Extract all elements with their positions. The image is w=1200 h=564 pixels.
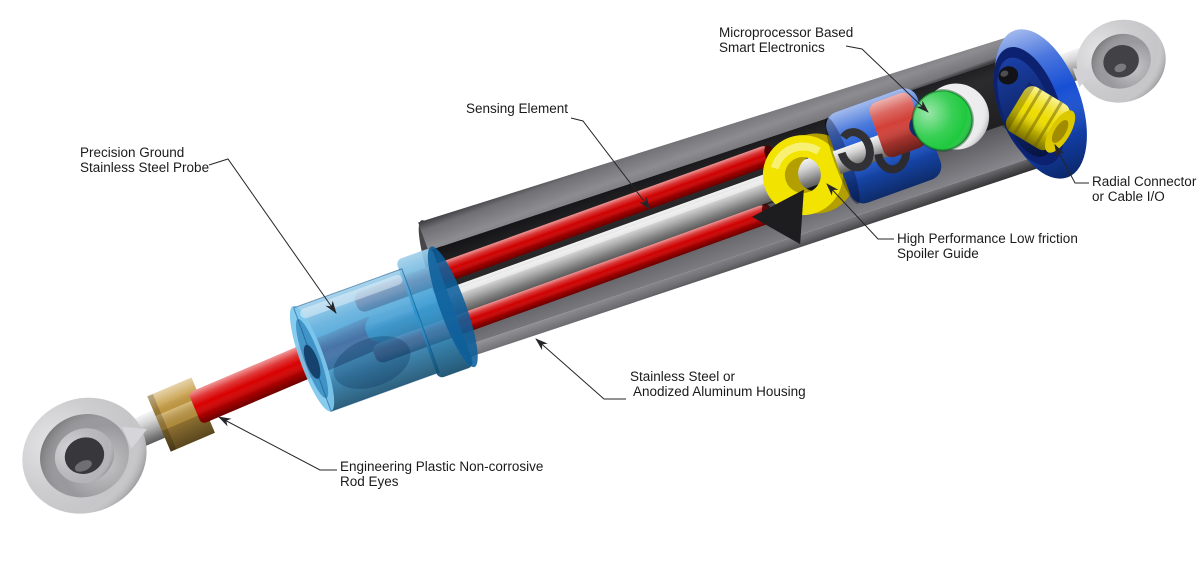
- leader-probe: [208, 158, 337, 314]
- sensor-assembly: [22, 19, 1166, 514]
- label-line: Precision Ground: [80, 145, 185, 160]
- smart-electronics-module: [825, 83, 990, 205]
- label-radial-connector: Radial Connector or Cable I/O: [1092, 174, 1196, 204]
- leader-housing: [535, 338, 626, 400]
- label-line: Sensing Element: [466, 101, 569, 116]
- left-rod-eye-assembly: [22, 317, 383, 514]
- label-line: Engineering Plastic Non-corrosive: [340, 459, 544, 474]
- label-line: Radial Connector: [1092, 174, 1197, 189]
- cap-bolt: [998, 66, 1019, 85]
- retainer-clip: [836, 128, 874, 172]
- rod-eye-right: [1072, 19, 1166, 103]
- leader-spoiler-guide: [826, 183, 894, 240]
- rod-eye-left: [22, 397, 148, 514]
- leader-lines: [208, 45, 1089, 471]
- label-probe: Precision Ground Stainless Steel Probe: [80, 145, 209, 175]
- label-spoiler-guide: High Performance Low friction Spoiler Gu…: [897, 231, 1078, 261]
- label-line: Rod Eyes: [340, 474, 399, 489]
- label-sensing-element: Sensing Element: [466, 101, 568, 116]
- leader-sensing-element: [570, 117, 651, 210]
- rod-eye-left-hole: [64, 437, 105, 475]
- housing-top-wall: [418, 35, 1021, 251]
- label-line: Stainless Steel or: [630, 369, 736, 384]
- label-line: Smart Electronics: [719, 40, 825, 55]
- label-line: Spoiler Guide: [897, 246, 979, 261]
- label-line: High Performance Low friction: [897, 231, 1078, 246]
- label-line: Microprocessor Based: [719, 25, 854, 40]
- housing-bottom-wall: [462, 149, 1060, 358]
- label-line: or Cable I/O: [1092, 189, 1165, 204]
- label-smart-electronics: Microprocessor Based Smart Electronics: [719, 25, 853, 55]
- leader-rod-eyes: [218, 416, 337, 471]
- rod-eye-right-hole: [1103, 44, 1139, 78]
- probe-bushing: [289, 246, 478, 412]
- radial-connector-part: [1002, 82, 1076, 153]
- label-line: Stainless Steel Probe: [80, 160, 210, 175]
- leader-radial-connector: [1054, 144, 1089, 184]
- label-housing: Stainless Steel or Anodized Aluminum Hou…: [630, 369, 806, 399]
- leader-smart-electronics: [845, 45, 929, 113]
- label-line: Anodized Aluminum Housing: [633, 384, 806, 399]
- label-rod-eyes: Engineering Plastic Non-corrosive Rod Ey…: [340, 459, 543, 489]
